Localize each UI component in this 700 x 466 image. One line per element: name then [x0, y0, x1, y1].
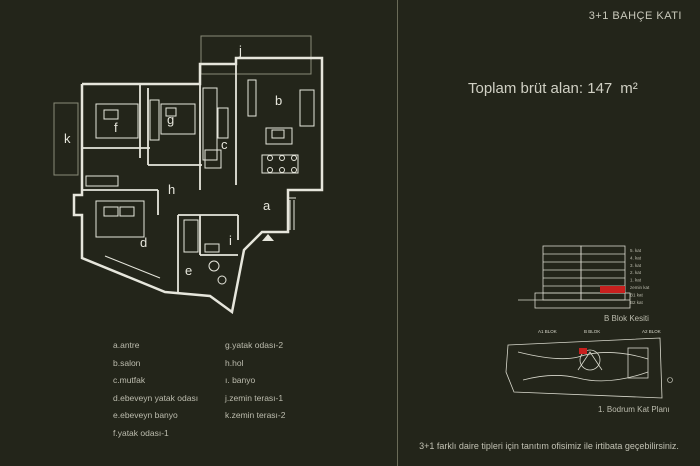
footer-note: 3+1 farklı daire tipleri için tanıtım of… [419, 441, 679, 451]
legend-item: d.ebeveyn yatak odası [113, 392, 199, 403]
room-label-c: c [221, 137, 228, 152]
siteplan-caption: 1. Bodrum Kat Planı [598, 405, 670, 414]
legend-item: k.zemin terası-2 [225, 410, 286, 420]
site-highlight [579, 348, 587, 354]
room-label-d: d [140, 235, 147, 250]
gross-area-label: Toplam brüt alan: 147 [468, 80, 613, 97]
room-label-j: j [238, 43, 242, 58]
room-label-g: g [167, 112, 174, 127]
room-label-k: k [64, 131, 71, 146]
legend-item: e.ebeveyn banyo [113, 410, 178, 420]
legend-item: j.zemin terası-1 [225, 392, 284, 403]
gross-area: Toplam brüt alan: 147 m² [468, 80, 638, 97]
entry-arrow-icon [262, 234, 274, 241]
block-label-a2: A2 BLOK [642, 329, 661, 334]
room-label-e: e [185, 263, 192, 278]
room-label-h: h [168, 182, 175, 197]
room-label-b: b [275, 93, 282, 108]
block-label-b: B BLOK [584, 329, 600, 334]
page-title: 3+1 BAHÇE KATI [588, 10, 682, 22]
section-drawing: 5. kat 4. kat 3. kat 2. kat 1. kat zemin katB… [505, 245, 673, 399]
floor-label: 4. kat [630, 255, 642, 260]
unit-highlight [600, 286, 625, 293]
floor-plan-page: a b c d e f g h i j k a.antre b.salon c.… [53, 35, 324, 442]
floor-label: zemin kat [630, 285, 650, 290]
floor-plan-drawing: a b c d e f g h i j k [53, 35, 324, 315]
info-page: 3+1 BAHÇE KATI Toplam brüt alan: 147 m² 5… [398, 0, 700, 466]
gross-area-unit: m² [620, 80, 638, 97]
legend-item: a.antre [113, 340, 140, 350]
floor-label: B2 kat [630, 300, 644, 305]
legend-item: h.hol [225, 357, 244, 368]
floor-label: 3. kat [630, 263, 642, 268]
terrace-j [200, 35, 312, 75]
terrace-k [53, 102, 79, 176]
room-label-i: i [229, 233, 232, 248]
legend-item: b.salon [113, 357, 141, 368]
room-label-f: f [114, 120, 118, 135]
room-label-a: a [263, 198, 271, 213]
floor-label: B1 kat [630, 292, 644, 297]
legend-item: c.mutfak [113, 375, 146, 385]
room-legend-column-1: a.antre b.salon c.mutfak d.ebeveyn yatak… [113, 337, 198, 442]
legend-item: f.yatak odası-1 [113, 427, 169, 438]
page-divider [397, 0, 398, 466]
floor-label: 2. kat [630, 270, 642, 275]
legend-item: ı. banyo [225, 375, 256, 385]
block-label-a1: A1 BLOK [538, 329, 557, 334]
floor-label: 5. kat [630, 248, 642, 253]
room-legend-column-2: g.yatak odası-2 h.hol ı. banyo j.zemin t… [225, 337, 285, 425]
section-caption: B Blok Kesiti [604, 314, 649, 323]
legend-item: g.yatak odası-2 [225, 340, 284, 350]
floor-label: 1. kat [630, 278, 642, 283]
